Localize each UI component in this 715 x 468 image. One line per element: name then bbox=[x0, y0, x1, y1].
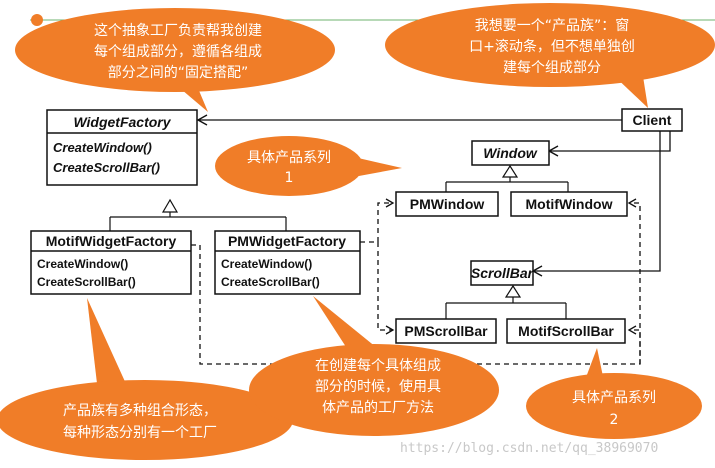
class-motif-widget-factory: MotifWidgetFactory CreateWindow() Create… bbox=[30, 230, 192, 295]
class-pm-window: PMWindow bbox=[395, 191, 499, 217]
header-bullet bbox=[31, 14, 43, 26]
callout-series-2-line-1: 具体产品系列 bbox=[572, 390, 656, 406]
client-associations bbox=[196, 114, 671, 277]
callout-abstract-factory-line-3: 部分之间的“固定搭配” bbox=[108, 65, 249, 81]
pm-widget-factory-method-1: CreateWindow() bbox=[221, 257, 312, 271]
scrollbar-inheritance-arrow bbox=[504, 284, 522, 298]
watermark-url: https://blog.csdn.net/qq_38969070 bbox=[400, 441, 658, 456]
motif-window-name: MotifWindow bbox=[526, 196, 613, 212]
class-client: Client bbox=[621, 108, 683, 132]
inheritance-triangles bbox=[161, 164, 522, 298]
pm-scrollbar-name: PMScrollBar bbox=[404, 323, 488, 339]
dashed-connectors bbox=[191, 198, 641, 365]
callout-series-1: 具体产品系列 1 bbox=[215, 136, 402, 196]
callout-combinations: 产品族有多种组合形态， 每种形态分别有一个工厂 bbox=[0, 298, 293, 460]
scrollbar-name: ScrollBar bbox=[471, 265, 535, 281]
window-name: Window bbox=[483, 145, 538, 161]
motif-widget-factory-name: MotifWidgetFactory bbox=[46, 233, 177, 249]
callout-series-1-line-2: 1 bbox=[285, 170, 294, 186]
callout-factory-method-line-2: 部分的时候，使用具 bbox=[315, 378, 441, 395]
class-window: Window bbox=[471, 140, 550, 166]
callout-client-wish-line-1: 我想要一个“产品族”：窗 bbox=[475, 17, 630, 34]
window-inheritance-arrow bbox=[501, 164, 519, 178]
widget-factory-name: WidgetFactory bbox=[73, 114, 171, 130]
pm-window-name: PMWindow bbox=[410, 196, 485, 212]
factory-inheritance-arrow bbox=[161, 198, 179, 213]
callout-combinations-line-2: 每种形态分别有一个工厂 bbox=[63, 425, 217, 441]
class-scrollbar: ScrollBar bbox=[470, 260, 535, 286]
motif-scrollbar-name: MotifScrollBar bbox=[518, 323, 614, 339]
class-pm-scrollbar: PMScrollBar bbox=[395, 318, 497, 344]
class-pm-widget-factory: PMWidgetFactory CreateWindow() CreateScr… bbox=[214, 230, 361, 295]
callout-series-2-line-2: 2 bbox=[610, 412, 619, 428]
class-motif-scrollbar: MotifScrollBar bbox=[506, 318, 626, 344]
pm-widget-factory-name: PMWidgetFactory bbox=[228, 233, 346, 249]
motif-widget-factory-method-1: CreateWindow() bbox=[37, 257, 128, 271]
widget-factory-method-1: CreateWindow() bbox=[53, 140, 152, 155]
class-widget-factory: WidgetFactory CreateWindow() CreateScrol… bbox=[46, 109, 198, 186]
callout-factory-method-line-3: 体产品的工厂方法 bbox=[322, 400, 434, 416]
callout-factory-method: 在创建每个具体组成 部分的时候，使用具 体产品的工厂方法 bbox=[249, 296, 499, 436]
callout-combinations-line-1: 产品族有多种组合形态， bbox=[63, 402, 217, 419]
client-name: Client bbox=[633, 112, 672, 128]
callout-client-wish: 我想要一个“产品族”：窗 口+滚动条，但不想单独创 建每个组成部分 bbox=[385, 3, 715, 108]
callout-abstract-factory-line-2: 每个组成部分，遵循各组成 bbox=[94, 43, 262, 60]
widget-factory-method-2: CreateScrollBar() bbox=[53, 160, 160, 175]
callout-factory-method-line-1: 在创建每个具体组成 bbox=[315, 358, 441, 374]
callout-series-2: 具体产品系列 2 bbox=[526, 348, 702, 439]
callout-client-wish-line-3: 建每个组成部分 bbox=[503, 60, 601, 76]
motif-widget-factory-method-2: CreateScrollBar() bbox=[37, 275, 136, 289]
callout-series-1-line-1: 具体产品系列 bbox=[247, 150, 331, 166]
class-motif-window: MotifWindow bbox=[510, 191, 628, 217]
pm-widget-factory-method-2: CreateScrollBar() bbox=[221, 275, 320, 289]
callout-client-wish-line-2: 口+滚动条，但不想单独创 bbox=[469, 38, 635, 55]
callout-abstract-factory: 这个抽象工厂负责帮我创建 每个组成部分，遵循各组成 部分之间的“固定搭配” bbox=[15, 8, 335, 112]
callout-abstract-factory-line-1: 这个抽象工厂负责帮我创建 bbox=[94, 22, 262, 39]
